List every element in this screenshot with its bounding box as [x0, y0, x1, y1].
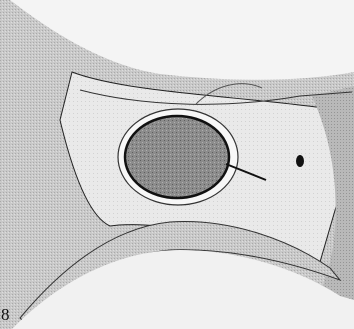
dot-mark [296, 155, 304, 167]
reference-numeral: 8 [1, 306, 10, 323]
disc [125, 116, 229, 198]
